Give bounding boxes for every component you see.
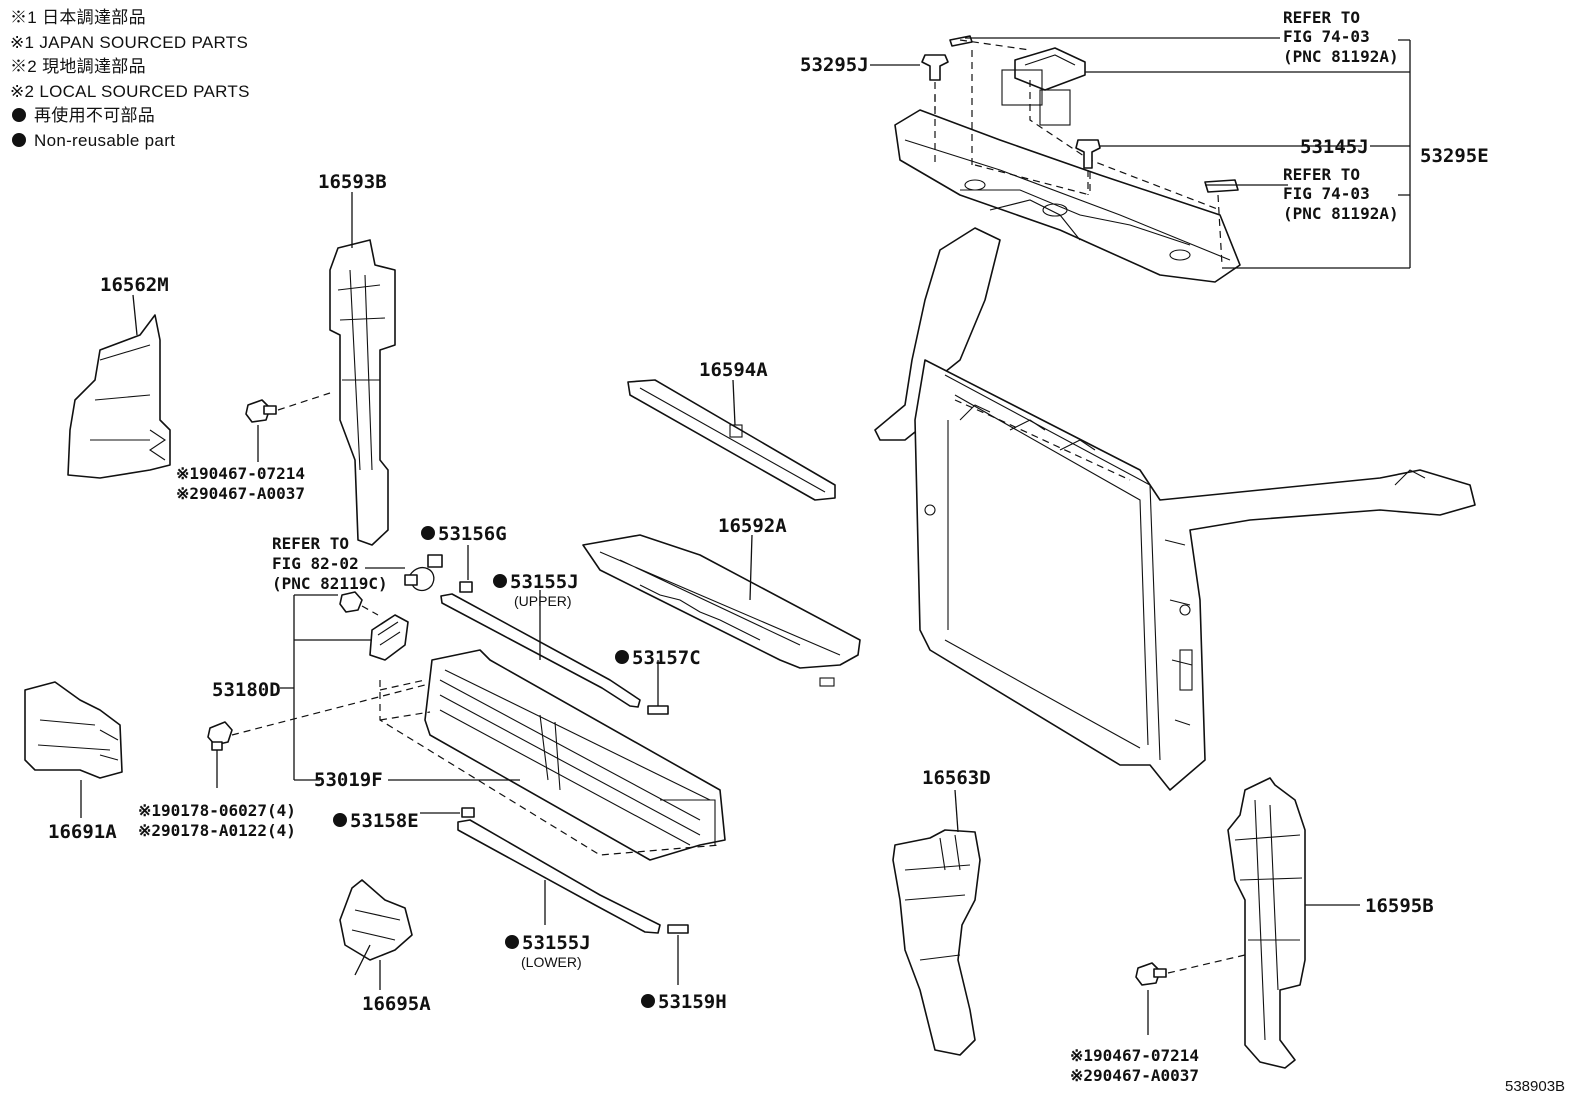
clip-53158E (461, 807, 475, 818)
air-guide-16593B (329, 239, 396, 546)
air-guide-16563D (892, 829, 981, 1056)
label-clip-a: ※190178-06027(4) (138, 801, 296, 820)
label-53019F: 53019F (314, 769, 383, 791)
label-53159H: 53159H (658, 991, 727, 1013)
air-guide-16595B (1227, 777, 1306, 1069)
nonreusable-dot-icon (493, 574, 507, 588)
legend: ※1 日本調達部品 ※1 JAPAN SOURCED PARTS ※2 現地調達… (10, 6, 250, 154)
label-lower: (LOWER) (521, 954, 582, 970)
bolt-right-lower (1135, 954, 1246, 986)
label-53155J-lower: 53155J (522, 932, 591, 954)
seal-strip-lower (457, 819, 661, 934)
clip-90178 (207, 721, 233, 751)
clip-53295J (921, 54, 949, 110)
shutter-grille-53019F (424, 649, 726, 861)
air-guide-16691A (24, 681, 123, 779)
label-53180D: 53180D (212, 679, 281, 701)
leader-lines (80, 37, 1411, 1035)
under-cover-16592A (582, 534, 861, 687)
label-53295E: 53295E (1420, 145, 1489, 167)
cover-seal (949, 35, 1239, 193)
part-labels: 16593B 16562M 16594A 16592A 53156G 53155… (48, 8, 1565, 1095)
label-ref82-1: REFER TO (272, 534, 349, 553)
seal-bar-16594A (627, 379, 836, 501)
connector-harness (404, 554, 443, 592)
legend-note2-en: ※2 LOCAL SOURCED PARTS (10, 81, 250, 101)
label-16563D: 16563D (922, 767, 991, 789)
nonreusable-dot-icon (641, 994, 655, 1008)
clip-53159H (667, 924, 689, 934)
label-ref74b-3: (PNC 81192A) (1283, 204, 1399, 223)
legend-nonreuse-jp: 再使用不可部品 (10, 104, 250, 129)
label-upper: (UPPER) (514, 593, 572, 609)
label-ref74b-2: FIG 74-03 (1283, 184, 1370, 203)
label-16562M: 16562M (100, 274, 169, 296)
label-53295J: 53295J (800, 54, 869, 76)
nonreusable-dot-icon (12, 108, 26, 123)
label-16593B: 16593B (318, 171, 387, 193)
label-53157C: 53157C (632, 647, 701, 669)
figure-id: 538903B (1505, 1078, 1565, 1095)
label-bolt1-a: ※190467-07214 (176, 464, 305, 483)
nonreusable-dot-icon (333, 813, 347, 827)
label-ref82-3: (PNC 82119C) (272, 574, 388, 593)
label-bolt1-b: ※290467-A0037 (176, 484, 305, 503)
air-guide-16695A (339, 879, 413, 976)
label-16595B: 16595B (1365, 895, 1434, 917)
label-16592A: 16592A (718, 515, 787, 537)
nonreusable-dot-icon (12, 132, 26, 147)
radiator-support-frame (874, 227, 1476, 791)
legend-note1-jp: ※1 日本調達部品 (10, 8, 146, 27)
bolt-left-upper (245, 392, 331, 423)
nonreusable-dot-icon (505, 935, 519, 949)
label-bolt2-b: ※290467-A0037 (1070, 1066, 1199, 1085)
legend-note2-jp: ※2 現地調達部品 (10, 57, 146, 77)
label-ref74a-2: FIG 74-03 (1283, 27, 1370, 46)
legend-nonreuse-en: Non-reusable part (10, 129, 250, 154)
label-16691A: 16691A (48, 821, 117, 843)
label-53158E: 53158E (350, 810, 419, 832)
radiator-support-cover (894, 109, 1241, 283)
actuator-53180D (339, 591, 409, 661)
clip-53145J (1075, 139, 1101, 195)
clip-53157C (647, 705, 669, 715)
label-ref74a-3: (PNC 81192A) (1283, 47, 1399, 66)
label-53156G: 53156G (438, 523, 507, 545)
label-16594A: 16594A (699, 359, 768, 381)
label-ref82-2: FIG 82-02 (272, 554, 359, 573)
label-ref74b-1: REFER TO (1283, 165, 1360, 184)
clip-53156G (459, 581, 473, 593)
air-guide-16562M (67, 314, 171, 479)
nonreusable-dot-icon (421, 526, 435, 540)
label-53155J-upper: 53155J (510, 571, 579, 593)
legend-note1-en: ※1 JAPAN SOURCED PARTS (10, 32, 249, 52)
label-16695A: 16695A (362, 993, 431, 1015)
label-clip-b: ※290178-A0122(4) (138, 821, 296, 840)
label-53145J: 53145J (1300, 136, 1369, 158)
label-ref74a-1: REFER TO (1283, 8, 1360, 27)
nonreusable-dot-icon (615, 650, 629, 664)
label-bolt2-a: ※190467-07214 (1070, 1046, 1199, 1065)
